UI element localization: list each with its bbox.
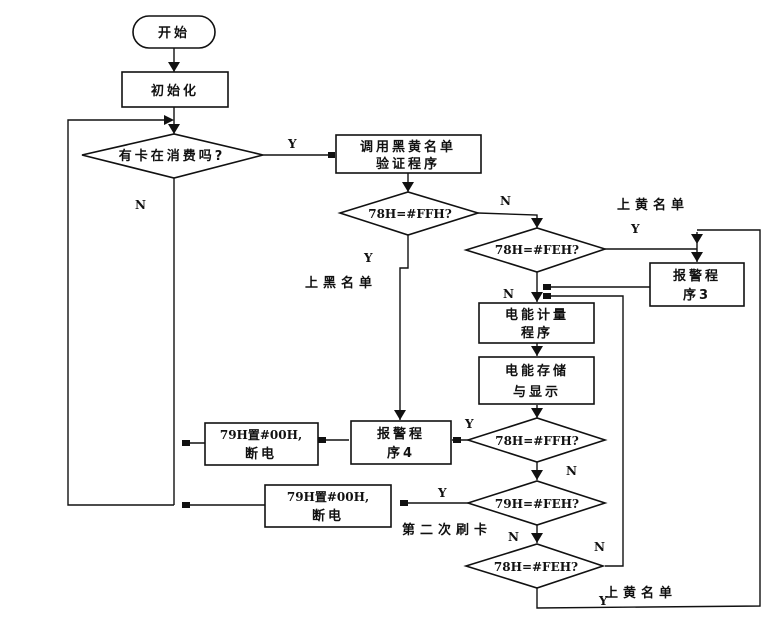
process-shape — [121, 71, 229, 108]
edge-d78ff-alarm4 — [399, 235, 409, 420]
node-storage-line2: 与显示 — [513, 385, 561, 400]
edge-d78ff-d78fe — [477, 212, 538, 228]
arrow-icon — [182, 440, 190, 446]
label-no: N — [135, 198, 146, 212]
branch-labels: Y N N Y Y N Y N Y N N Y — [135, 137, 640, 608]
arrow-icon — [691, 252, 703, 262]
arrow-icon — [531, 346, 543, 356]
node-init: 初始化 — [121, 71, 229, 108]
label-yes: Y — [363, 251, 373, 265]
node-alarm3-line2: 序3 — [683, 287, 711, 303]
node-cut-power-1: 79H置#00H, 断电 — [204, 422, 319, 466]
node-alarm4: 报警程 序4 — [350, 420, 452, 465]
label-yes: Y — [287, 137, 297, 151]
node-d78fe-bottom-text: 78H=#FEH? — [494, 560, 578, 574]
label-no: N — [508, 530, 519, 544]
process-shape — [478, 302, 595, 344]
arrow-icon — [453, 437, 461, 443]
node-d78fe-bottom: 78H=#FEH? — [463, 543, 606, 589]
node-card-check-text: 有卡在消费吗? — [119, 148, 226, 164]
node-alarm4-line1: 报警程 — [377, 426, 425, 442]
label-no: N — [503, 287, 514, 301]
note-second-swipe: 第二次刷卡 — [402, 522, 492, 538]
node-start: 开始 — [132, 15, 216, 49]
arrow-icon — [400, 500, 408, 506]
arrow-icon — [318, 437, 326, 443]
node-storage: 电能存储 与显示 — [478, 356, 595, 405]
node-metering-line2: 程序 — [521, 325, 553, 341]
arrow-icon — [531, 292, 543, 302]
label-no: N — [500, 194, 511, 208]
node-storage-line1: 电能存储 — [505, 363, 569, 379]
label-no: N — [594, 540, 605, 554]
arrow-icon — [531, 470, 543, 480]
decision-shape — [463, 227, 608, 273]
node-init-text: 初始化 — [151, 83, 199, 99]
node-cut-power-2-line1: 79H置#00H, — [287, 490, 369, 504]
arrow-icon — [691, 234, 703, 244]
decision-shape — [465, 480, 608, 526]
node-start-text: 开始 — [158, 25, 190, 41]
label-yes: Y — [437, 486, 447, 500]
label-no: N — [566, 464, 577, 478]
process-shape — [204, 422, 319, 466]
label-yes: Y — [464, 417, 474, 431]
arrow-icon — [328, 152, 335, 158]
node-card-check: 有卡在消费吗? — [81, 133, 264, 179]
edge-d78fe-bottom-metering — [545, 295, 624, 567]
arrow-icon — [531, 218, 543, 228]
arrowheads — [164, 62, 703, 543]
decision-shape — [81, 133, 264, 179]
node-cut-power-2: 79H置#00H, 断电 — [264, 484, 392, 528]
annotations: 上黑名单 上黄名单 上黄名单 第二次刷卡 — [305, 197, 689, 601]
arrow-icon — [531, 533, 543, 543]
node-metering: 电能计量 程序 — [478, 302, 595, 344]
node-alarm3-line1: 报警程 — [673, 268, 721, 284]
edge-d78fe-bottom-alarm3 — [536, 229, 761, 609]
process-shape — [649, 262, 745, 307]
node-d78ff-mid: 78H=#FFH? — [465, 417, 608, 463]
edge-loop-back — [67, 119, 174, 506]
node-verify-line1: 调用黑黄名单 — [360, 139, 456, 155]
note-yellowlist-bottom: 上黄名单 — [605, 585, 677, 601]
note-yellowlist-top: 上黄名单 — [617, 197, 689, 213]
label-yes: Y — [598, 594, 608, 608]
arrow-icon — [394, 410, 406, 420]
arrow-icon — [164, 115, 174, 125]
arrow-icon — [182, 502, 190, 508]
node-cut-power-1-line1: 79H置#00H, — [220, 428, 302, 442]
label-yes: Y — [630, 222, 640, 236]
process-shape — [350, 420, 452, 465]
arrow-icon — [531, 408, 543, 418]
process-shape — [264, 484, 392, 528]
node-d78ff-top-text: 78H=#FFH? — [368, 207, 452, 221]
node-verify-line2: 验证程序 — [376, 156, 440, 172]
node-d79fe: 79H=#FEH? — [465, 480, 608, 526]
arrow-icon — [168, 62, 180, 72]
decision-shape — [463, 543, 606, 589]
arrow-icon — [402, 182, 414, 192]
node-d79fe-text: 79H=#FEH? — [495, 497, 579, 511]
node-alarm4-line2: 序4 — [387, 445, 415, 461]
note-blacklist: 上黑名单 — [305, 275, 377, 291]
arrow-icon — [543, 293, 551, 299]
decision-shape — [465, 417, 608, 463]
node-d78fe-top-text: 78H=#FEH? — [495, 243, 579, 257]
process-shape — [478, 356, 595, 405]
node-cut-power-1-line2: 断电 — [245, 446, 277, 462]
decision-shape — [337, 191, 481, 236]
node-d78fe-top: 78H=#FEH? — [463, 227, 608, 273]
node-cut-power-2-line2: 断电 — [312, 508, 344, 524]
node-metering-line1: 电能计量 — [505, 307, 569, 323]
terminal-shape — [132, 15, 216, 49]
node-alarm3: 报警程 序3 — [649, 262, 745, 307]
process-shape — [335, 134, 482, 174]
node-d78ff-mid-text: 78H=#FFH? — [495, 434, 579, 448]
node-d78ff-top: 78H=#FFH? — [337, 191, 481, 236]
arrow-icon — [168, 124, 180, 134]
node-verify: 调用黑黄名单 验证程序 — [335, 134, 482, 174]
arrow-icon — [543, 284, 551, 290]
